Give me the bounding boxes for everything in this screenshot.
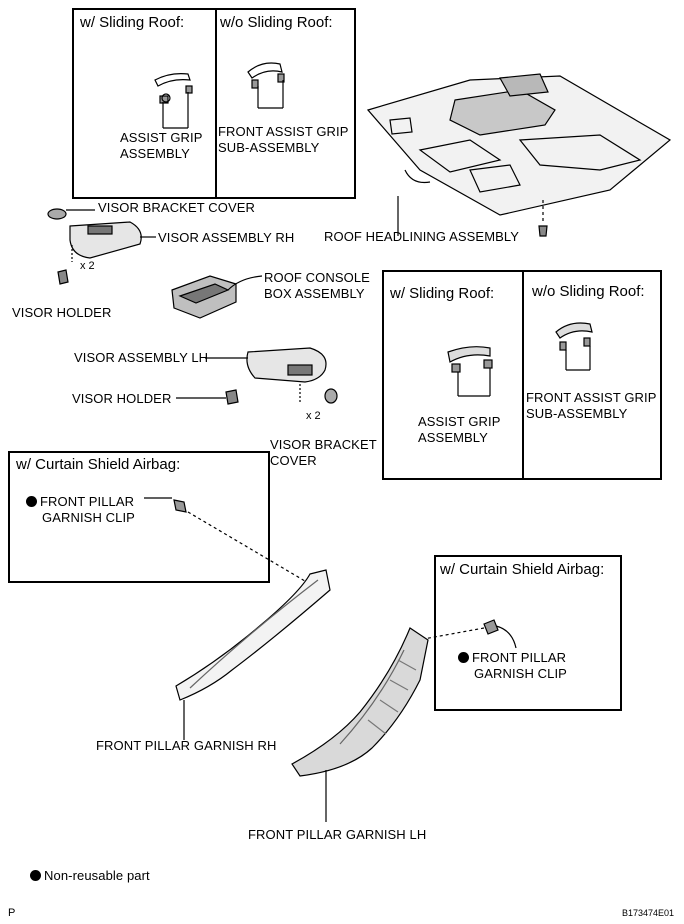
airbag-right-header: w/ Curtain Shield Airbag: [440,561,605,578]
clip-left-text-1: FRONT PILLAR [40,494,135,509]
legend: Non-reusable part [30,868,150,884]
mid-box-right-header: w/o Sliding Roof: [532,283,645,300]
front-assist-mid-label-1: FRONT ASSIST GRIP [526,390,657,405]
visor-bracket-cover-top-label: VISOR BRACKET COVER [98,200,255,215]
visor-bracket-cover-bot-label-1: VISOR BRACKET [270,437,377,452]
assist-grip-top-label-1: ASSIST GRIP [120,130,203,145]
front-assist-top-label-2: SUB-ASSEMBLY [218,140,320,155]
front-assist-grip-mid-drawing [555,322,593,371]
clip-left-drawing [144,497,311,585]
front-assist-grip-top-drawing [247,62,285,109]
roof-console-label-2: BOX ASSEMBLY [264,286,365,301]
airbag-left-header: w/ Curtain Shield Airbag: [16,456,181,473]
legend-text: Non-reusable part [44,868,150,883]
pillar-rh-drawing [175,569,331,740]
clip-right-drawing [417,619,517,649]
visor-assembly-rh-label: VISOR ASSEMBLY RH [158,230,295,245]
visor-rh-drawing [57,221,156,285]
assist-grip-mid-drawing [447,346,493,397]
x2-label-a: x 2 [80,260,95,272]
non-reusable-dot-icon [26,496,37,507]
airbag-right-box [434,555,622,711]
visor-assembly-lh-label: VISOR ASSEMBLY LH [74,350,209,365]
mid-variant-box [382,270,662,480]
assist-grip-top-drawing [154,73,193,129]
clip-right-label-1: FRONT PILLAR [458,650,566,666]
pillar-lh-drawing [291,627,429,822]
roof-headlining-label: ROOF HEADLINING ASSEMBLY [324,229,520,244]
clip-right-text-1: FRONT PILLAR [472,650,567,665]
top-box-right-header: w/o Sliding Roof: [220,14,333,31]
visor-holder-b-label: VISOR HOLDER [72,391,172,406]
visor-lh-drawing [176,347,338,405]
assist-grip-mid-label-1: ASSIST GRIP [418,414,501,429]
pillar-rh-label: FRONT PILLAR GARNISH RH [96,738,277,753]
visor-holder-a-label: VISOR HOLDER [12,305,112,320]
clip-left-label-1: FRONT PILLAR [26,494,134,510]
roof-console-drawing [171,275,263,319]
assist-grip-top-label-2: ASSEMBLY [120,146,190,161]
visor-bracket-cover-bot-label-2: COVER [270,453,317,468]
top-variant-box [72,8,356,199]
top-box-left-header: w/ Sliding Roof: [80,14,185,31]
non-reusable-dot-icon [458,652,469,663]
roof-console-label-1: ROOF CONSOLE [264,270,370,285]
front-assist-top-label-1: FRONT ASSIST GRIP [218,124,349,139]
non-reusable-dot-icon [30,870,41,881]
assist-grip-mid-label-2: ASSEMBLY [418,430,488,445]
clip-left-label-2: GARNISH CLIP [42,510,135,525]
mid-box-left-header: w/ Sliding Roof: [390,285,495,302]
airbag-left-box [8,451,270,583]
roof-headlining-drawing [366,73,672,237]
footer-left: P [8,907,16,919]
pillar-lh-label: FRONT PILLAR GARNISH LH [248,827,427,842]
clip-right-label-2: GARNISH CLIP [474,666,567,681]
footer-right: B173474E01 [622,908,675,918]
visor-bracket-cover-top-drawing [47,208,67,220]
front-assist-mid-label-2: SUB-ASSEMBLY [526,406,628,421]
x2-label-b: x 2 [306,410,321,422]
